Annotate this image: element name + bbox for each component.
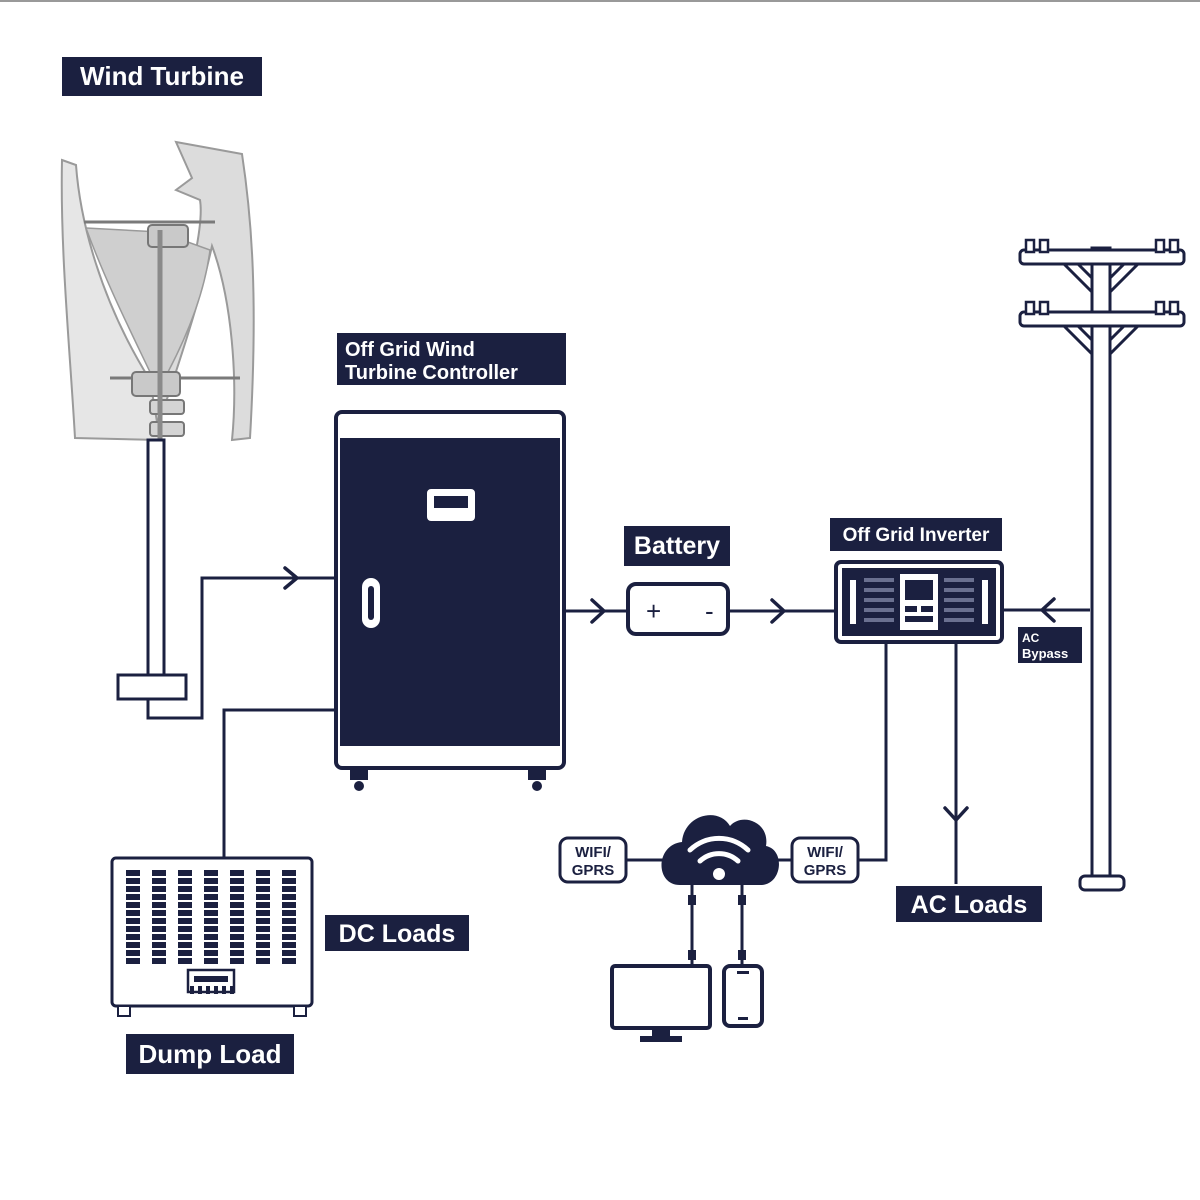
battery-minus: -	[705, 596, 714, 626]
dc-loads-label: DC Loads	[325, 915, 469, 951]
inverter-to-wifi-wire	[856, 642, 888, 862]
svg-text:WIFI/: WIFI/	[807, 844, 844, 861]
wind-turbine-label: Wind Turbine	[62, 57, 262, 96]
dump-load-resistor-icon	[110, 856, 314, 1017]
ac-loads-label: AC Loads	[896, 886, 1042, 922]
svg-text:Turbine Controller: Turbine Controller	[345, 362, 518, 384]
controller-to-dump-load-wire	[222, 708, 336, 858]
svg-text:GPRS: GPRS	[572, 862, 615, 879]
svg-text:DC Loads: DC Loads	[339, 920, 456, 948]
vertical-axis-wind-turbine-icon	[60, 140, 255, 701]
dump-load-label: Dump Load	[126, 1034, 294, 1074]
smartphone-icon	[722, 964, 764, 1028]
controller-cabinet-icon	[334, 410, 566, 791]
device-cables	[688, 885, 746, 966]
arrow-to-battery-icon	[590, 598, 606, 624]
utility-pole-icon	[1018, 238, 1186, 892]
inverter-label: Off Grid Inverter	[830, 518, 1002, 551]
arrow-from-grid-icon	[1040, 597, 1056, 623]
monitor-icon	[610, 964, 712, 1042]
svg-text:Battery: Battery	[634, 532, 720, 560]
ac-bypass-label: AC Bypass	[1018, 627, 1082, 663]
battery-plus: +	[646, 596, 661, 626]
arrow-to-controller-icon	[283, 566, 299, 590]
inverter-icon	[834, 560, 1004, 644]
battery-icon: + -	[626, 582, 730, 636]
svg-text:WIFI/: WIFI/	[575, 844, 612, 861]
svg-text:Wind Turbine: Wind Turbine	[80, 61, 244, 91]
arrow-to-inverter-icon	[770, 598, 786, 624]
svg-text:GPRS: GPRS	[804, 862, 847, 879]
arrow-to-ac-loads-icon	[943, 806, 969, 822]
svg-text:AC: AC	[1022, 631, 1040, 645]
controller-label: Off Grid Wind Turbine Controller	[337, 333, 566, 385]
svg-text:AC Loads: AC Loads	[911, 891, 1028, 919]
wifi-cloud-icon	[661, 815, 779, 886]
svg-text:Off Grid Inverter: Off Grid Inverter	[843, 525, 990, 546]
battery-label: Battery	[624, 526, 730, 566]
svg-text:Off Grid Wind: Off Grid Wind	[345, 339, 475, 361]
wifi-gprs-right-tag: WIFI/ GPRS	[790, 836, 860, 884]
wifi-gprs-left-tag: WIFI/ GPRS	[558, 836, 628, 884]
svg-text:Bypass: Bypass	[1022, 646, 1068, 661]
turbine-to-controller-wire	[146, 576, 336, 720]
svg-text:Dump Load: Dump Load	[139, 1039, 282, 1069]
